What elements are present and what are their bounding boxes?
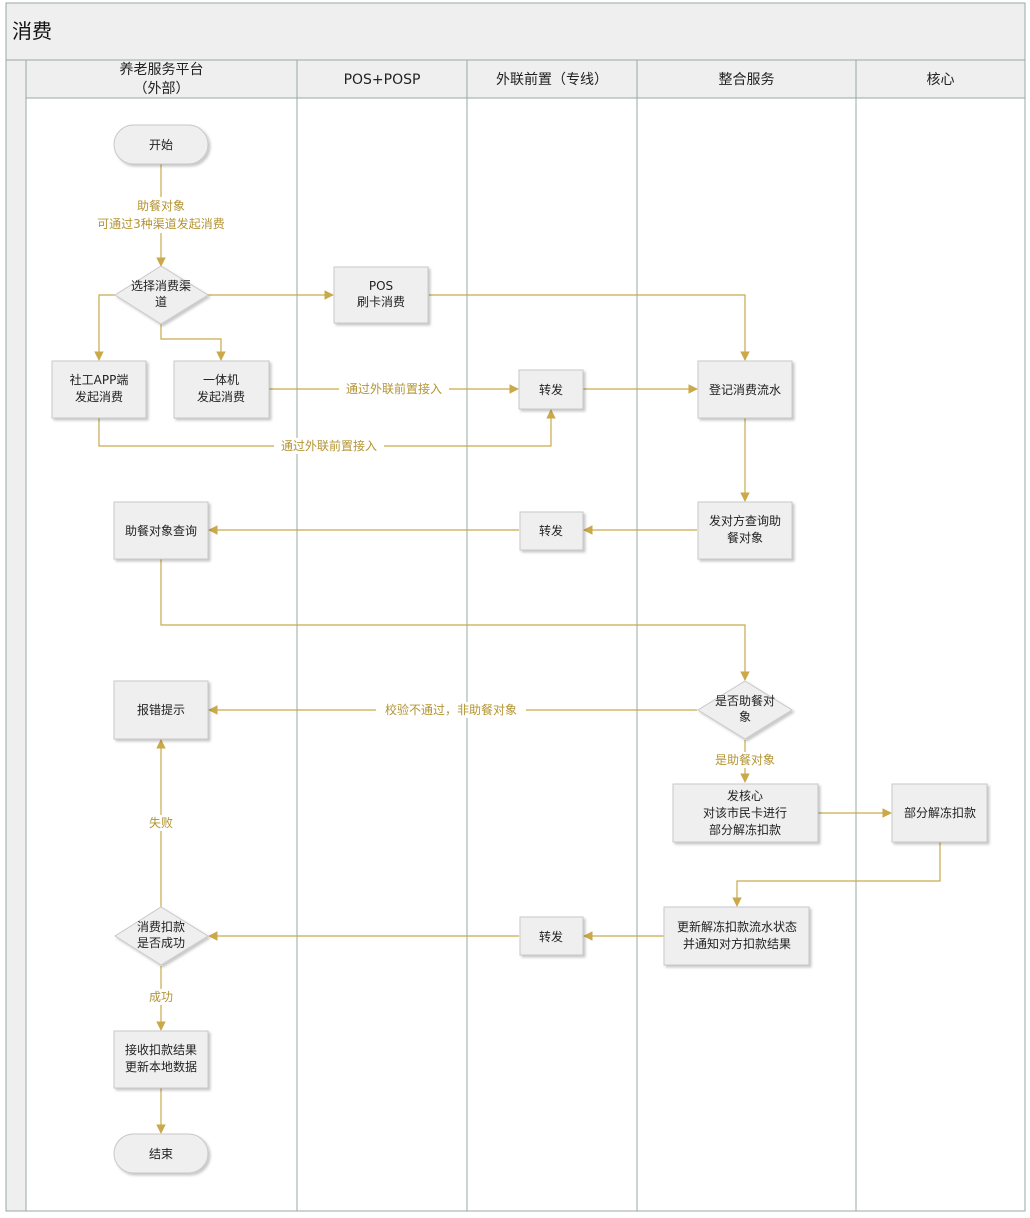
edge-labels: 助餐对象 可通过3种渠道发起消费 通过外联前置接入 通过外联前置接入 校验不通过… xyxy=(85,197,780,1005)
pool-frame: 消费 xyxy=(5,2,1026,1212)
node-send-core: 发核心 对该市民卡进行 部分解冻扣款 xyxy=(672,783,819,843)
edge-label-fail: 失败 xyxy=(149,815,173,830)
node-pos-card: POS 刷卡消费 xyxy=(333,266,429,324)
node-choose-label-1: 选择消费渠 xyxy=(131,279,191,293)
node-query-send-label-1: 发对方查询助 xyxy=(709,513,781,528)
edge-label-app: 通过外联前置接入 xyxy=(281,438,377,453)
lane-integration-label: 整合服务 xyxy=(719,72,775,88)
edge-label-start-2: 可通过3种渠道发起消费 xyxy=(97,216,225,231)
node-query-label: 助餐对象查询 xyxy=(125,523,197,538)
node-success-label-2: 是否成功 xyxy=(137,936,185,950)
pool-side-bar xyxy=(5,59,27,1212)
lane-dividers xyxy=(296,98,857,1211)
node-start: 开始 xyxy=(113,124,209,165)
lane-front-label: 外联前置（专线） xyxy=(496,71,608,88)
node-error: 报错提示 xyxy=(113,680,209,740)
nodes: 开始 选择消费渠 道 POS 刷卡消费 社工APP端 发起消费 一体机 发起消费 xyxy=(51,124,988,1174)
edge-choose-app xyxy=(94,294,115,361)
edge-label-is-target: 是助餐对象 xyxy=(715,752,775,767)
pool-title: 消费 xyxy=(12,19,52,43)
lane-pos: POS+POSP xyxy=(296,59,468,99)
node-register-label: 登记消费流水 xyxy=(709,382,781,397)
node-forward-2-label: 转发 xyxy=(539,523,563,538)
node-query-send-label-2: 餐对象 xyxy=(727,530,763,545)
node-receive-label-1: 接收扣款结果 xyxy=(125,1042,197,1057)
node-send-core-label-2: 对该市民卡进行 xyxy=(703,805,787,820)
node-is-target-label-1: 是否助餐对 xyxy=(715,693,775,708)
edge-label-fail-check: 校验不通过，非助餐对象 xyxy=(385,702,517,717)
node-is-target: 是否助餐对 象 xyxy=(697,680,793,740)
node-choose-channel: 选择消费渠 道 xyxy=(114,265,209,325)
lane-front: 外联前置（专线） xyxy=(466,59,638,99)
node-forward-2: 转发 xyxy=(519,511,584,551)
node-is-target-label-2: 象 xyxy=(739,710,751,724)
node-error-label: 报错提示 xyxy=(137,702,185,717)
node-unfreeze: 部分解冻扣款 xyxy=(891,783,988,843)
node-start-label: 开始 xyxy=(149,138,173,152)
node-choose-label-2: 道 xyxy=(155,295,167,309)
lane-core: 核心 xyxy=(855,59,1026,99)
node-forward-1: 转发 xyxy=(518,369,584,410)
node-receive: 接收扣款结果 更新本地数据 xyxy=(113,1030,209,1089)
node-send-core-label-1: 发核心 xyxy=(727,788,763,803)
lane-platform-label-1: 养老服务平台 xyxy=(120,62,204,78)
node-success-check: 消费扣款 是否成功 xyxy=(114,906,209,966)
edge-label-ok: 成功 xyxy=(149,990,173,1004)
node-register: 登记消费流水 xyxy=(697,360,793,419)
edge-choose-kiosk xyxy=(160,324,226,361)
node-forward-1-label: 转发 xyxy=(539,382,563,397)
node-unfreeze-label: 部分解冻扣款 xyxy=(904,805,976,820)
lane-platform: 养老服务平台 （外部） xyxy=(25,59,298,99)
edge-pos-register xyxy=(429,294,750,361)
node-forward-3: 转发 xyxy=(519,916,584,956)
edges xyxy=(94,164,941,1134)
node-app: 社工APP端 发起消费 xyxy=(51,360,147,419)
node-pos-card-label-2: 刷卡消费 xyxy=(357,295,405,309)
node-end: 结束 xyxy=(113,1133,209,1174)
node-send-core-label-3: 部分解冻扣款 xyxy=(709,822,781,837)
node-success-label-1: 消费扣款 xyxy=(137,920,185,934)
node-end-label: 结束 xyxy=(149,1147,173,1161)
lane-integration: 整合服务 xyxy=(636,59,857,99)
edge-label-start-1: 助餐对象 xyxy=(137,198,185,213)
node-update-label-1: 更新解冻扣款流水状态 xyxy=(677,919,797,934)
node-kiosk-label-2: 发起消费 xyxy=(197,389,245,404)
node-forward-3-label: 转发 xyxy=(539,929,563,944)
node-kiosk: 一体机 发起消费 xyxy=(173,360,270,419)
node-update: 更新解冻扣款流水状态 并通知对方扣款结果 xyxy=(663,906,810,966)
lane-platform-label-2: （外部） xyxy=(134,81,190,97)
edge-unfreeze-update xyxy=(732,842,941,907)
edge-label-kiosk: 通过外联前置接入 xyxy=(346,381,442,396)
node-query: 助餐对象查询 xyxy=(113,501,209,560)
lane-core-label: 核心 xyxy=(927,72,955,88)
node-pos-card-label-1: POS xyxy=(369,279,393,293)
node-update-label-2: 并通知对方扣款结果 xyxy=(683,936,791,951)
node-app-label-1: 社工APP端 xyxy=(70,372,129,387)
edge-query-istarget xyxy=(160,559,750,681)
node-receive-label-2: 更新本地数据 xyxy=(125,1059,197,1074)
node-app-label-2: 发起消费 xyxy=(75,389,123,404)
lane-pos-label: POS+POSP xyxy=(344,72,421,88)
node-query-send: 发对方查询助 餐对象 xyxy=(697,501,793,560)
node-kiosk-label-1: 一体机 xyxy=(203,373,239,387)
